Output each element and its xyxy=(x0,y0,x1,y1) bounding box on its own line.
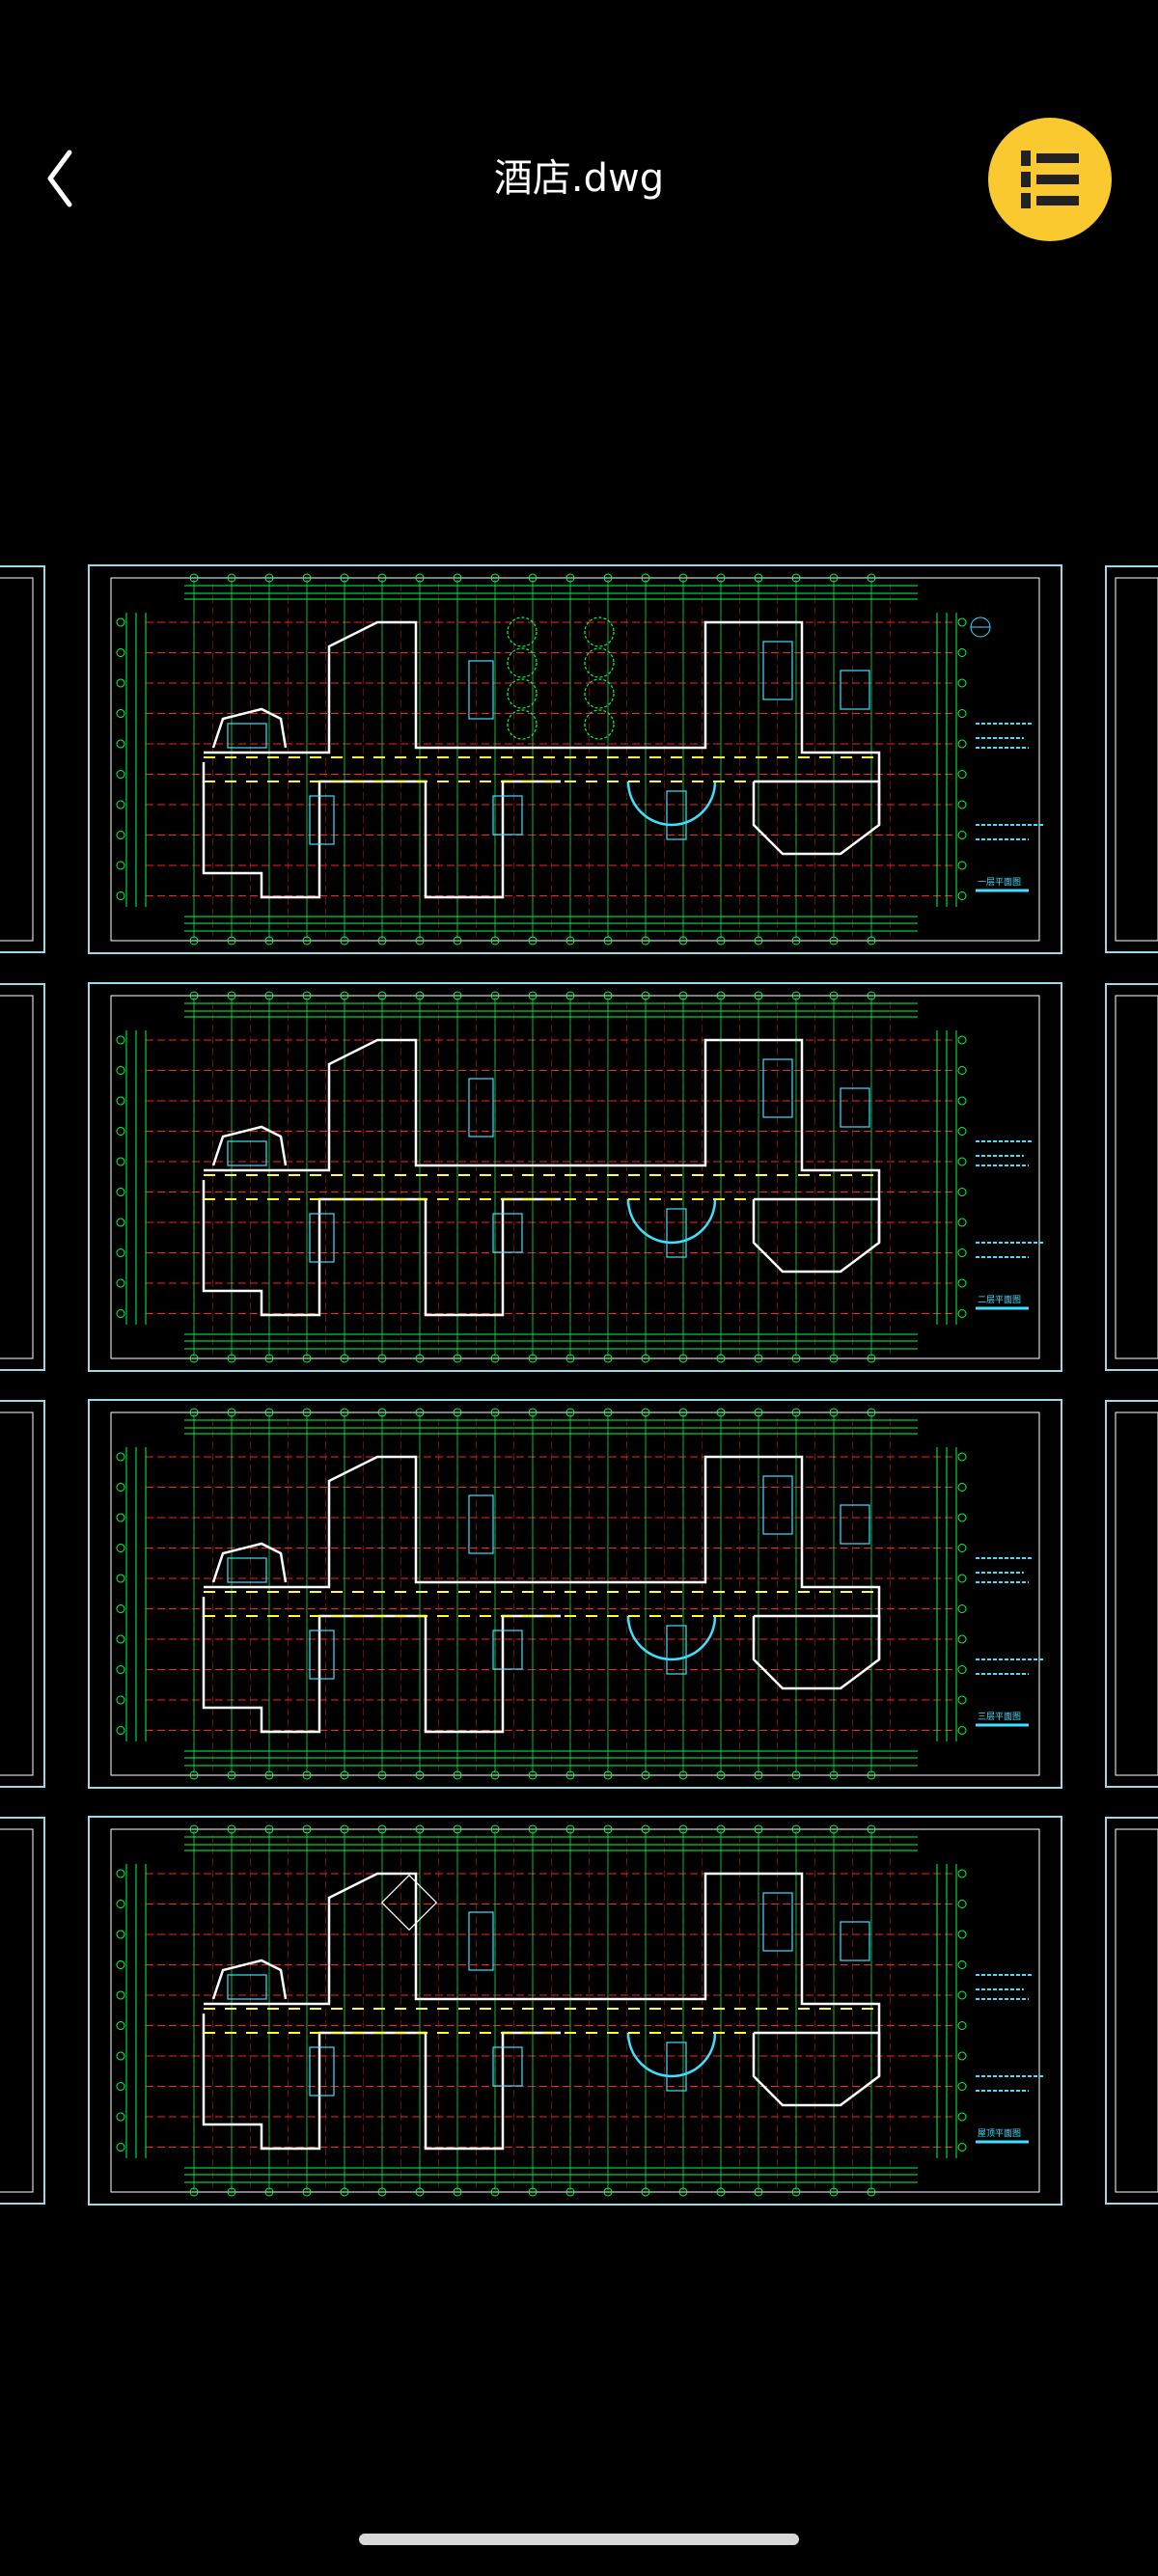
drawing-sheet[interactable]: 一层平面图 xyxy=(88,564,1062,958)
sheet-title: 屋顶平面图 xyxy=(978,2128,1021,2139)
partial-sheet-right[interactable] xyxy=(1104,1399,1158,1793)
drawing-sheet[interactable]: 二层平面图 xyxy=(88,982,1062,1376)
sheet-title: 一层平面图 xyxy=(978,877,1021,888)
drawing-sheet[interactable]: 屋顶平面图 xyxy=(88,1816,1062,2209)
chevron-left-icon xyxy=(47,150,72,207)
partial-sheet-left[interactable] xyxy=(0,1399,54,1793)
drawing-sheet[interactable]: 三层平面图 xyxy=(88,1399,1062,1793)
partial-sheet-right[interactable] xyxy=(1104,982,1158,1376)
file-title: 酒店.dwg xyxy=(493,156,665,201)
partial-sheet-right[interactable] xyxy=(1104,1816,1158,2209)
sheet-title: 二层平面图 xyxy=(978,1295,1021,1305)
sheet-title: 三层平面图 xyxy=(978,1712,1021,1722)
partial-sheet-left[interactable] xyxy=(0,982,54,1376)
partial-sheet-left[interactable] xyxy=(0,1816,54,2209)
partial-sheet-right[interactable] xyxy=(1104,564,1158,958)
back-button[interactable] xyxy=(39,145,87,212)
home-indicator[interactable] xyxy=(359,2534,799,2545)
layout-list-button[interactable] xyxy=(988,118,1112,241)
list-icon xyxy=(1021,151,1079,208)
partial-sheet-left[interactable] xyxy=(0,564,54,958)
